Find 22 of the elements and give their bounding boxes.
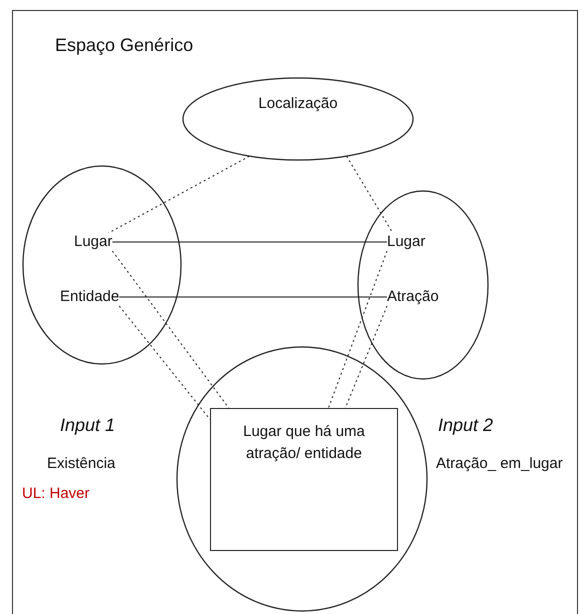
- space-heading: Input 2: [438, 414, 494, 436]
- concept-ellipse: [182, 77, 414, 161]
- connector-line: [118, 296, 388, 298]
- space-description: Existência: [47, 455, 116, 473]
- concept-label: Lugar: [387, 233, 426, 251]
- space-description: UL: Haver: [22, 485, 90, 503]
- concept-text: Lugar que há uma atração/ entidade: [242, 422, 366, 464]
- blend-circle: [176, 346, 428, 612]
- input-circle: [22, 165, 182, 365]
- space-heading: Input 1: [60, 414, 116, 436]
- input-circle: [357, 190, 489, 380]
- dotted-connector: [346, 156, 394, 234]
- concept-box: [210, 408, 398, 551]
- dotted-connector: [118, 306, 210, 420]
- concept-text: Localização: [257, 95, 339, 112]
- space-description: Atração_ em_lugar: [436, 455, 563, 473]
- diagram-title: Espaço Genérico: [55, 36, 194, 54]
- dotted-connector: [108, 156, 250, 234]
- concept-label: Lugar: [74, 233, 112, 251]
- dotted-connector: [328, 250, 388, 408]
- concept-label: Atração: [387, 288, 439, 306]
- dotted-connector: [112, 250, 230, 408]
